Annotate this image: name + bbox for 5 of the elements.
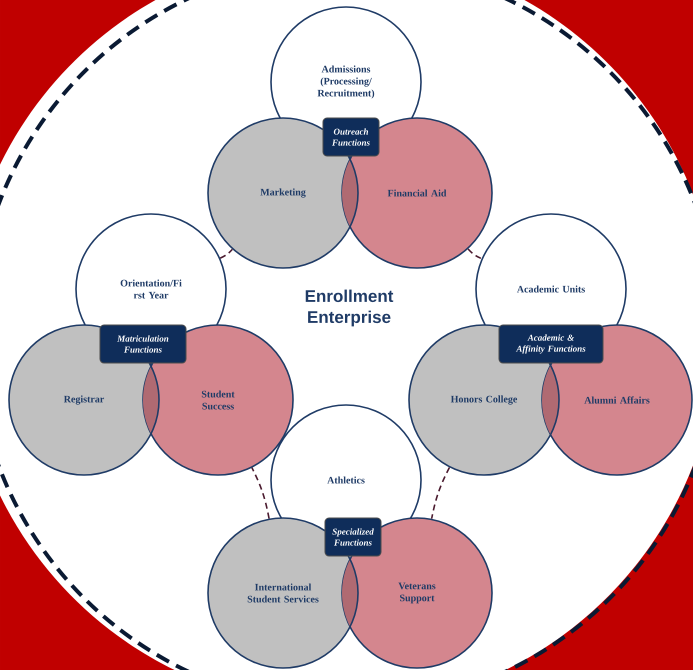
dashed-connector bbox=[251, 467, 270, 519]
center-title: Enrollment Enterprise bbox=[306, 290, 394, 326]
dashed-connector bbox=[468, 248, 482, 260]
dashed-connector bbox=[430, 467, 450, 519]
dashed-connector bbox=[220, 248, 233, 259]
